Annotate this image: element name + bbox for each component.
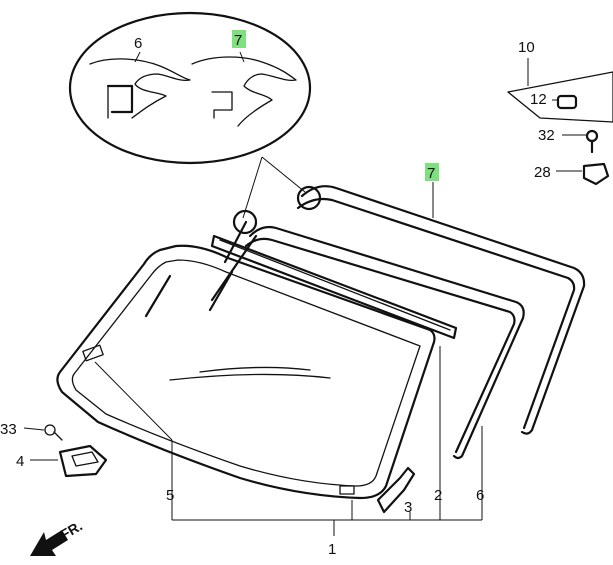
callout-4: 4	[16, 453, 24, 470]
part-33-screw	[23, 424, 63, 441]
callout-12: 12	[530, 91, 547, 108]
front-direction-arrow: FR.	[30, 517, 85, 556]
callout-7-detail: 7	[234, 32, 242, 49]
callout-6-detail: 6	[134, 35, 142, 52]
highlight-7-detail	[232, 30, 246, 48]
middle-molding	[210, 220, 525, 460]
callout-33: 33	[0, 421, 17, 438]
detail-section-6	[89, 51, 191, 119]
part-32-pin	[562, 129, 599, 154]
callout-1: 1	[328, 541, 336, 558]
callout-32: 32	[538, 127, 555, 144]
part-10-panel	[507, 58, 613, 123]
windshield-glass	[56, 244, 436, 500]
callout-3: 3	[404, 499, 412, 516]
callout-2: 2	[434, 487, 442, 504]
callout-5: 5	[166, 487, 174, 504]
highlight-7-main	[425, 163, 439, 181]
callout-6: 6	[476, 487, 484, 504]
outer-molding: 7	[296, 163, 586, 435]
part-12-clip	[552, 94, 578, 110]
callout-7-main: 7	[427, 165, 435, 182]
upper-dam-strip	[210, 234, 458, 340]
detail-section-7	[191, 51, 297, 127]
callout-leaders	[94, 346, 483, 536]
detail-bubble: 6 7	[68, 11, 322, 235]
part-28-clip	[556, 162, 610, 186]
part-4-clip	[30, 444, 108, 478]
callout-28: 28	[534, 164, 551, 181]
lower-side-strip	[376, 466, 416, 514]
callout-10: 10	[518, 39, 535, 56]
